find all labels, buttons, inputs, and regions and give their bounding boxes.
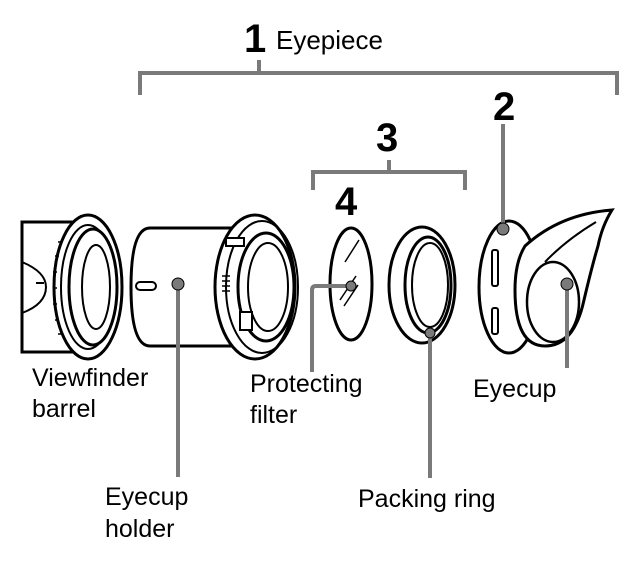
callout-4: 4 (335, 180, 358, 224)
label-packing-ring: Packing ring (358, 485, 496, 513)
label-protecting-filter-line1: Protecting (250, 370, 363, 398)
leader-lines (176, 124, 569, 478)
packing-ring (387, 225, 457, 345)
eyepiece-title: Eyepiece (276, 25, 383, 55)
callout-2: 2 (493, 85, 515, 129)
leader-dots (171, 222, 574, 339)
callout-3: 3 (376, 116, 398, 160)
eyecup-holder (129, 213, 299, 361)
label-viewfinder-barrel-line2: barrel (32, 395, 96, 423)
label-eyecup: Eyecup (473, 375, 556, 403)
viewfinder-barrel (20, 213, 124, 361)
eyecup (477, 208, 615, 355)
label-eyecup-holder-line2: holder (105, 515, 175, 543)
callout-1: 1 (244, 17, 266, 61)
label-eyecup-holder-line1: Eyecup (105, 483, 188, 511)
eyepiece-bracket (138, 60, 619, 95)
label-viewfinder-barrel-line1: Viewfinder (32, 364, 148, 392)
group3-bracket (311, 160, 467, 190)
label-protecting-filter-line2: filter (250, 401, 297, 429)
